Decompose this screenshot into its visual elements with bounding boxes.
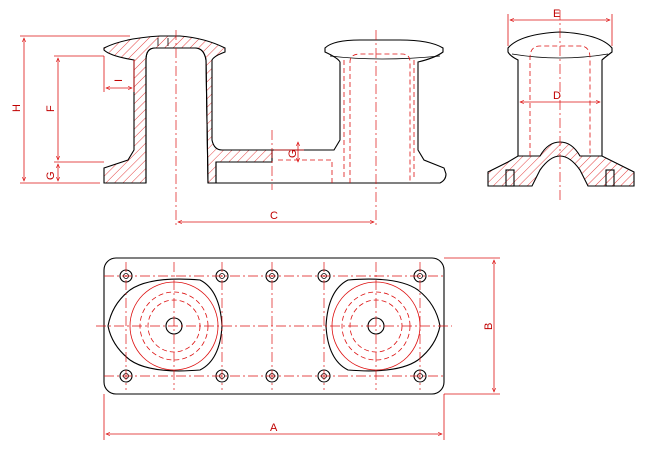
side-left-bolt: [505, 169, 515, 187]
front-view: H F G I G C: [11, 30, 447, 225]
label-i: I: [113, 79, 125, 82]
side-right-bolt: [605, 169, 615, 187]
right-bollard-hidden-inner: [343, 60, 415, 180]
label-b: B: [483, 323, 495, 330]
side-hidden-bore: [529, 45, 591, 156]
side-base-section: [487, 141, 635, 187]
right-bollard-hidden-bore: [349, 53, 411, 183]
base-right: [215, 39, 447, 184]
left-bollard-bore: [145, 47, 209, 184]
label-a: A: [270, 422, 278, 434]
label-g-mid: G: [287, 149, 299, 158]
label-h: H: [11, 104, 23, 112]
side-head-line: [511, 53, 609, 59]
label-f: F: [45, 105, 57, 112]
plan-right-flange: [325, 278, 441, 372]
left-bollard-section: [103, 35, 273, 184]
right-bollard-head: [329, 55, 441, 60]
plan-view: B A: [96, 257, 500, 440]
base-hidden-step: [278, 159, 333, 183]
side-view: E D: [487, 8, 635, 200]
label-e: E: [553, 8, 560, 20]
label-d: D: [553, 90, 561, 102]
left-cap-detail: [157, 38, 169, 46]
label-c: C: [270, 210, 278, 222]
plan-left-flange: [107, 278, 223, 372]
label-g-left: G: [45, 171, 57, 180]
